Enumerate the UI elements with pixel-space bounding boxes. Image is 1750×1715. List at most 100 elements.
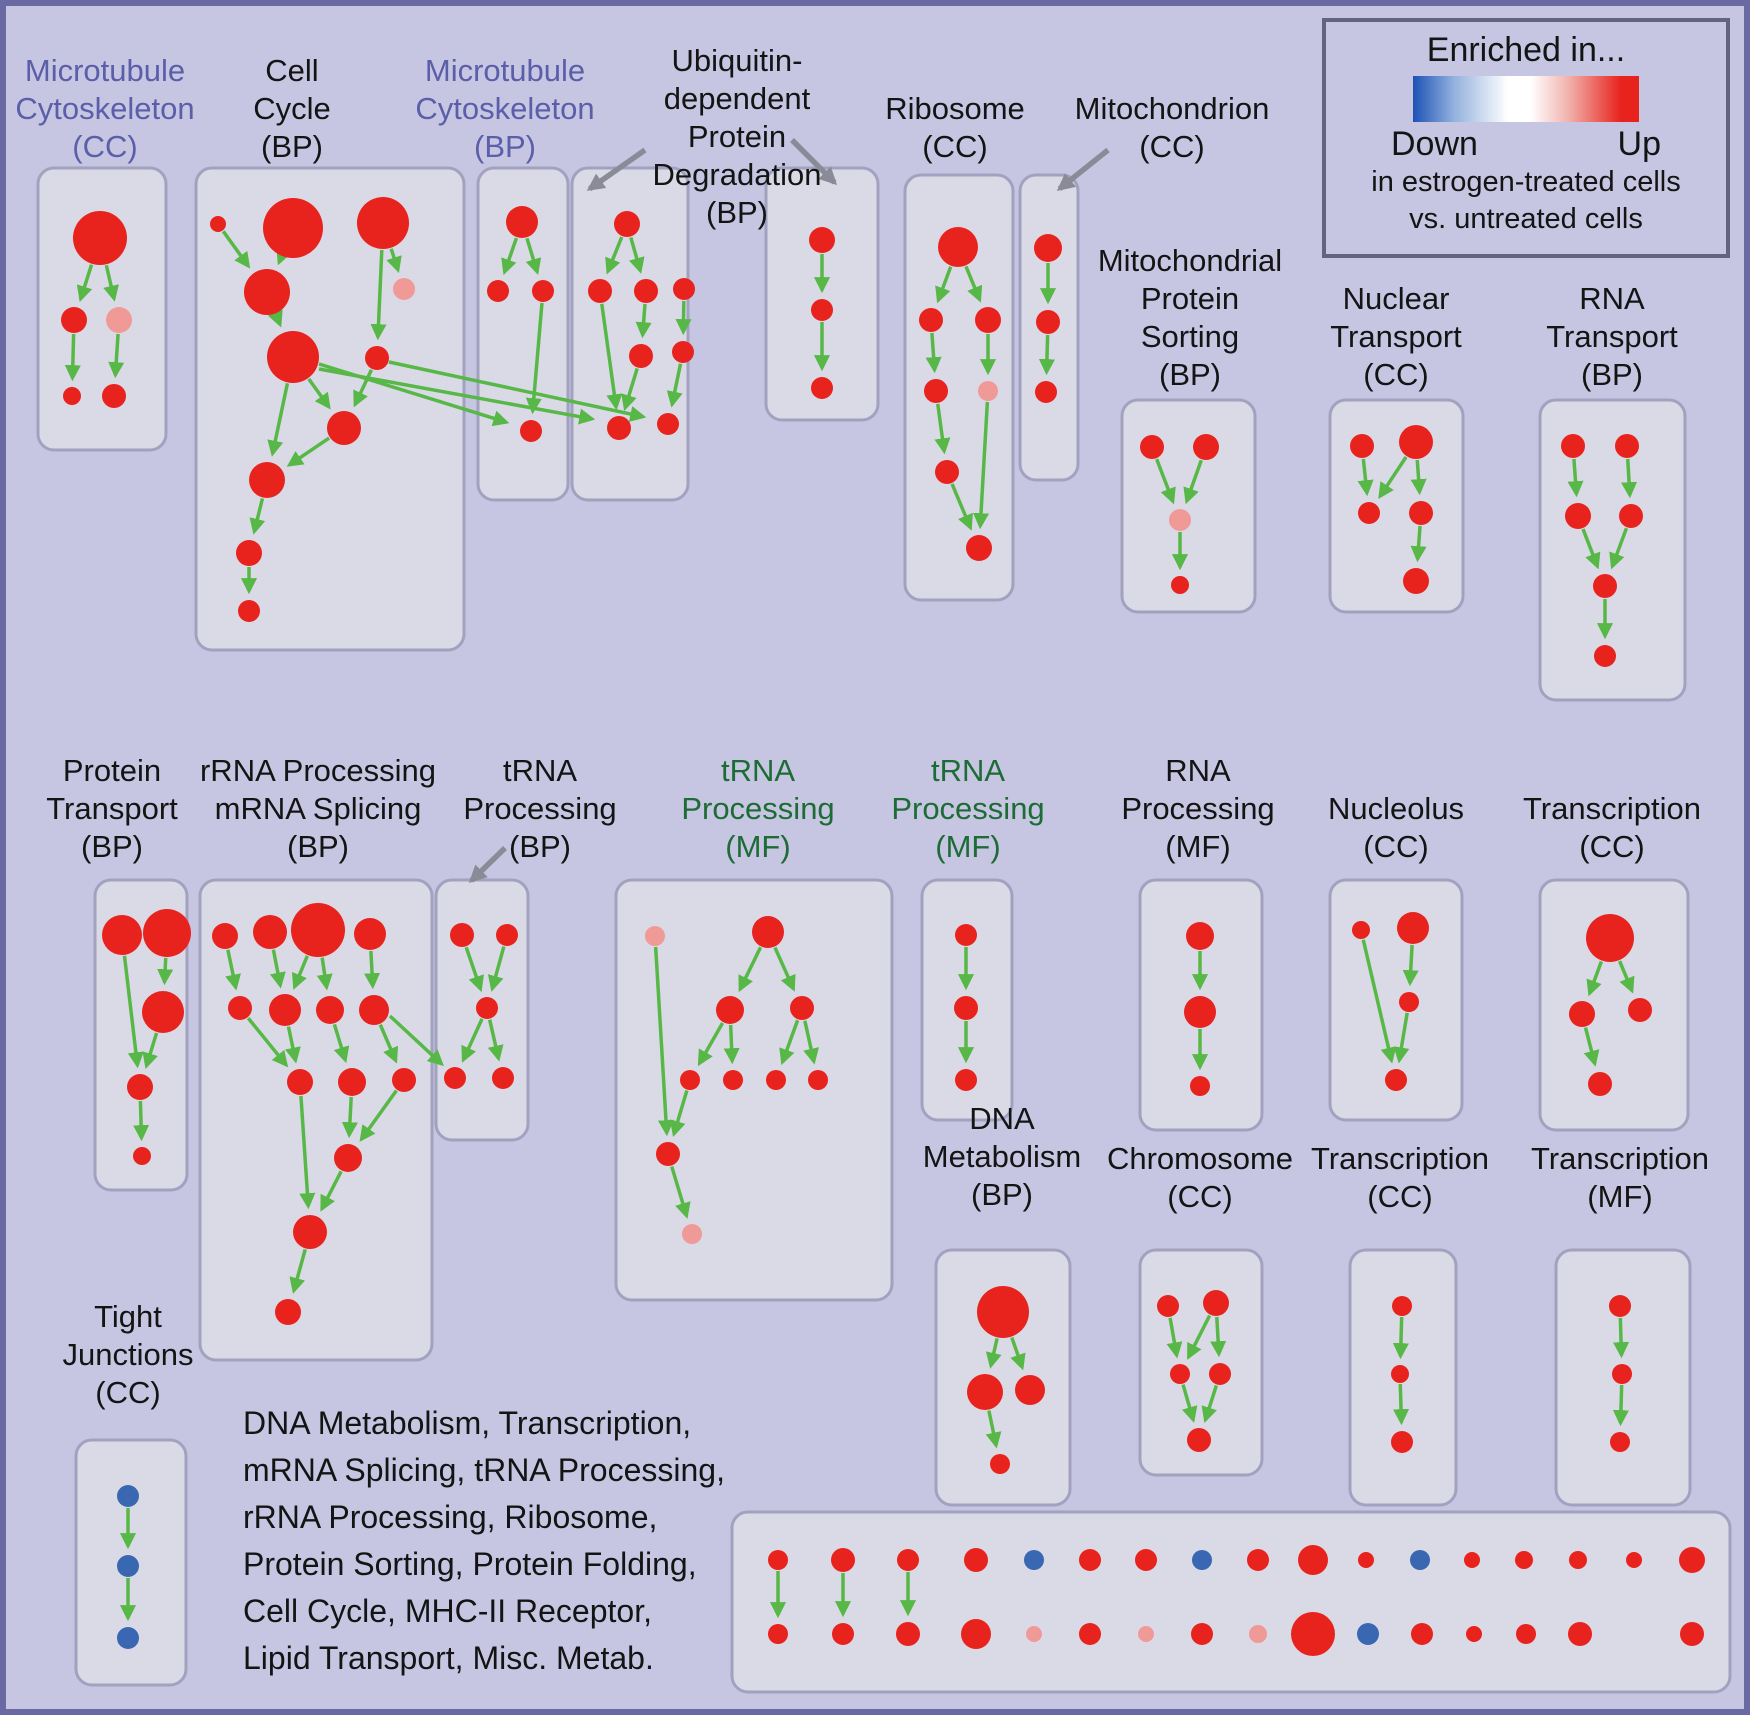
go-term-node-red (1391, 1431, 1413, 1453)
go-term-node-blue (1024, 1550, 1044, 1570)
edge-arrow (1612, 1384, 1629, 1427)
cluster-label-trna-mf-2: tRNA Processing (MF) (891, 753, 1045, 864)
go-term-node-red (61, 307, 87, 333)
go-term-node-red (444, 1067, 466, 1089)
edge-arrow (605, 236, 624, 275)
edge-arrow (1378, 456, 1408, 500)
go-term-node-red (766, 1070, 786, 1090)
go-term-node-red (1079, 1623, 1101, 1645)
edge-arrow (525, 237, 542, 275)
edge-arrow (621, 367, 639, 411)
go-term-node-red (1079, 1549, 1101, 1571)
go-term-node-red (1569, 1551, 1587, 1569)
cluster-label-tight-junctions: Tight Junctions (CC) (62, 1299, 194, 1410)
legend-context-line1: in estrogen-treated cells (1371, 166, 1681, 198)
edge-arrow (378, 1024, 399, 1064)
edge-arrow (142, 1032, 159, 1070)
edge-arrow (225, 949, 241, 991)
cluster-label-rna-processing-mf: RNA Processing (MF) (1121, 753, 1275, 864)
edge-arrow (370, 249, 387, 341)
go-term-node-red (392, 1068, 416, 1092)
edge-arrow (925, 332, 942, 374)
go-term-node-red (275, 1299, 301, 1325)
go-term-node-pink (645, 926, 665, 946)
go-term-node-red (1679, 1547, 1705, 1573)
go-term-node-red (990, 1454, 1010, 1474)
legend-down-label: Down (1391, 125, 1478, 163)
label-pointer-arrow (586, 147, 647, 192)
cluster-label-trna-mf-1: tRNA Processing (MF) (681, 753, 835, 864)
go-term-node-red (143, 909, 191, 957)
nodes-layer (61, 197, 1705, 1656)
go-term-node-red (127, 1074, 153, 1100)
edge-arrow (773, 946, 796, 992)
go-term-node-red (831, 1548, 855, 1572)
go-term-node-red (249, 462, 285, 498)
edge-arrow (1038, 334, 1055, 376)
go-term-node-blue (1192, 1550, 1212, 1570)
go-term-node-red (809, 227, 835, 253)
go-term-node-red (832, 1623, 854, 1645)
go-term-node-red (244, 269, 290, 315)
go-term-node-red (476, 997, 498, 1019)
go-term-node-red (133, 1147, 151, 1165)
edge-arrow (1583, 1027, 1600, 1067)
go-term-node-red (657, 413, 679, 435)
edge-arrow (985, 1410, 1002, 1449)
go-term-node-pink (1138, 1626, 1154, 1642)
go-term-node-red (1399, 425, 1433, 459)
go-term-node-red (811, 377, 833, 399)
edge-arrow (133, 1100, 150, 1142)
go-term-node-pink (1249, 1625, 1267, 1643)
cluster-label-dna-metabolism: DNA Metabolism (BP) (922, 1101, 1082, 1212)
go-term-node-red (1593, 574, 1617, 598)
edge-arrow (1586, 960, 1603, 997)
go-term-node-red (496, 924, 518, 946)
go-term-node-red (532, 280, 554, 302)
go-term-node-blue (1357, 1623, 1379, 1645)
cluster-label-nucleolus-cc: Nucleolus (CC) (1327, 791, 1465, 864)
edge-arrow (332, 1023, 350, 1064)
cluster-label-microtubule-bp: Microtubule Cytoskeleton (BP) (415, 53, 595, 164)
cluster-label-ubiquitin-degradation: Ubiquitin- dependent Protein Degradation… (652, 43, 822, 230)
edge-arrow (487, 946, 506, 992)
go-term-node-red (1385, 1069, 1407, 1091)
edges-layer (64, 230, 1638, 1622)
go-term-node-red (614, 211, 640, 237)
edge-arrow (1183, 459, 1203, 505)
edge-arrow (600, 303, 623, 411)
go-term-node-red (210, 216, 226, 232)
go-term-node-red (142, 991, 184, 1033)
edge-arrow (935, 266, 953, 304)
go-term-node-blue (1410, 1550, 1430, 1570)
go-term-node-red (316, 996, 344, 1024)
go-term-node-red (1352, 921, 1370, 939)
go-term-node-red (1193, 434, 1219, 460)
go-term-node-red (1186, 922, 1214, 950)
cluster-label-protein-transport: Protein Transport (BP) (46, 753, 178, 864)
go-term-node-red (1399, 992, 1419, 1012)
go-term-node-red (1358, 502, 1380, 524)
edge-arrow (1187, 1314, 1212, 1360)
go-term-node-red (1612, 1364, 1632, 1384)
go-term-node-red (102, 915, 142, 955)
edge-arrow (289, 1248, 307, 1294)
cluster-label-transcription-mf: Transcription (MF) (1530, 1141, 1710, 1214)
edge-arrow (307, 377, 331, 410)
go-term-node-red (1569, 1001, 1595, 1027)
edge-arrow (1166, 1317, 1183, 1359)
go-term-node-red (228, 996, 252, 1020)
go-term-node-red (1568, 1622, 1592, 1646)
edge-arrow (76, 264, 94, 303)
edge-arrow (461, 1018, 484, 1063)
edge-arrow (666, 363, 683, 408)
go-term-node-red (236, 540, 262, 566)
edge-arrow (501, 237, 519, 276)
cluster-label-nuclear-transport: Nuclear Transport (CC) (1330, 281, 1462, 392)
edge-arrow (1181, 1384, 1198, 1423)
edge-arrow (779, 1019, 800, 1066)
cross-cluster-edge (388, 360, 647, 422)
go-term-node-red (1171, 576, 1189, 594)
cluster-box-cell-cycle (194, 166, 466, 652)
go-term-node-red (1036, 310, 1060, 334)
